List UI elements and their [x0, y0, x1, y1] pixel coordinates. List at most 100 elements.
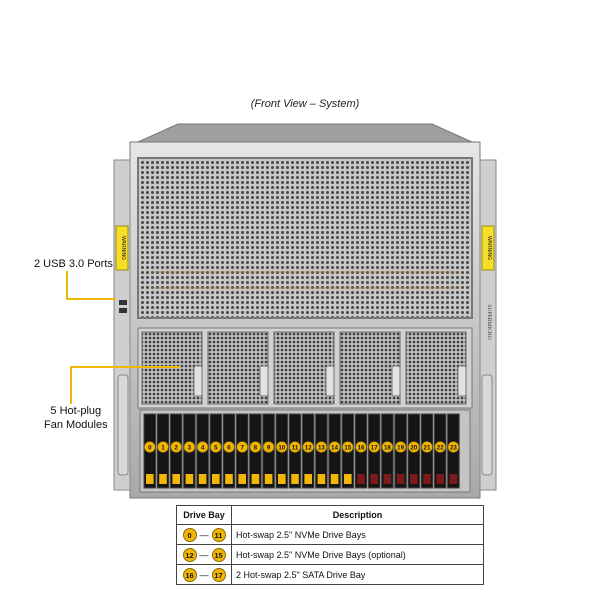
drive-release-tab[interactable]: [225, 474, 233, 484]
fan-latch[interactable]: [325, 365, 335, 397]
drive-number-badge: [315, 441, 328, 453]
fan-leader-horizontal: [70, 366, 180, 368]
right-warning-label: [481, 225, 495, 271]
drive-number-badge: [381, 441, 394, 453]
drive-number-label: 19: [397, 445, 404, 452]
gpu-tray-mesh: [137, 157, 473, 319]
drive-release-tab[interactable]: [449, 474, 458, 484]
bay-number-badge: 17: [211, 567, 226, 582]
fan-latch[interactable]: [193, 365, 203, 397]
fan-latch[interactable]: [259, 365, 269, 397]
drive-number-badge: [276, 441, 288, 453]
drive-number-label: 14: [331, 445, 338, 452]
drive-number-badge: [434, 441, 446, 453]
drive-number-label: 6: [227, 445, 231, 452]
drive-number-badge: [223, 441, 235, 453]
right-warning-text: WARNING: [486, 236, 492, 260]
drive-release-tab[interactable]: [278, 474, 286, 484]
drive-number-badge: [262, 441, 275, 453]
drive-release-tab[interactable]: [410, 474, 418, 484]
drive-release-tab[interactable]: [185, 474, 194, 484]
drive-number-badge: [328, 441, 341, 453]
drive-release-tab[interactable]: [251, 474, 260, 484]
drive-release-tab[interactable]: [198, 474, 207, 484]
table-row: 16 — 17 2 Hot-swap 2.5" SATA Drive Bay: [176, 564, 484, 585]
drive-number-label: 0: [148, 445, 152, 452]
drive-release-tab[interactable]: [212, 474, 220, 484]
drive-number-badge: [302, 441, 314, 453]
left-warning-text: WARNING: [120, 236, 126, 260]
table-row: 12 — 15 Hot-swap 2.5" NVMe Drive Bays (o…: [176, 544, 484, 565]
table-row: 0 — 11 Hot-swap 2.5" NVMe Drive Bays: [176, 524, 484, 545]
drive-number-label: 3: [188, 445, 192, 452]
drive-release-tab[interactable]: [357, 474, 365, 484]
fan-module[interactable]: [207, 331, 269, 405]
drive-release-tab[interactable]: [396, 474, 405, 484]
bay-number-badge: 11: [211, 527, 226, 542]
range-dash: —: [199, 529, 209, 540]
drive-number-badge: [170, 441, 182, 453]
bay-description: Hot-swap 2.5" NVMe Drive Bays: [231, 524, 484, 545]
chassis-top: [137, 123, 473, 143]
fan-modules-callout: 5 Hot-plug Fan Modules: [44, 404, 108, 432]
bay-number-badge: 15: [211, 547, 226, 562]
drive-number-badge: [421, 441, 433, 453]
drive-release-tab[interactable]: [370, 474, 378, 484]
fan-module[interactable]: [141, 331, 203, 405]
drive-number-badge: [408, 441, 420, 453]
drive-number-label: 16: [358, 445, 365, 452]
bay-range: 16 — 17: [176, 564, 232, 585]
drive-number-label: 20: [410, 445, 417, 452]
drive-release-tab[interactable]: [317, 474, 326, 484]
left-warning-label: [115, 225, 129, 271]
drive-number-badge: [368, 441, 380, 453]
drive-release-tab[interactable]: [172, 474, 180, 484]
usb-leader-horizontal: [66, 298, 116, 300]
drive-bay-header: Drive Bay: [176, 505, 232, 525]
drive-number-badge: [144, 441, 156, 453]
right-handle: [481, 374, 493, 476]
drive-release-tab[interactable]: [344, 474, 352, 484]
fan-module[interactable]: [339, 331, 401, 405]
drive-number-label: 23: [450, 445, 457, 452]
drive-number-label: 10: [278, 445, 285, 452]
drive-number-label: 12: [305, 445, 312, 452]
drive-number-label: 18: [384, 445, 391, 452]
bay-number-badge: 0: [182, 527, 197, 542]
drive-number-badge: [196, 441, 209, 453]
drive-number-label: 2: [174, 445, 178, 452]
bay-description: Hot-swap 2.5" NVMe Drive Bays (optional): [231, 544, 484, 565]
usb-ports-callout: 2 USB 3.0 Ports: [34, 258, 113, 270]
bay-range: 12 — 15: [176, 544, 232, 565]
fan-latch[interactable]: [457, 365, 467, 397]
drive-number-label: 9: [267, 445, 271, 452]
drive-number-label: 5: [214, 445, 218, 452]
drive-release-tab[interactable]: [304, 474, 312, 484]
drive-release-tab[interactable]: [330, 474, 339, 484]
left-handle: [117, 374, 129, 476]
drive-release-tab[interactable]: [423, 474, 431, 484]
fan-module[interactable]: [405, 331, 467, 405]
drive-number-label: 7: [240, 445, 244, 452]
drive-release-tab[interactable]: [159, 474, 167, 484]
drive-number-label: 21: [424, 445, 431, 452]
fan-module[interactable]: [273, 331, 335, 405]
drive-release-tab[interactable]: [291, 474, 299, 484]
bay-number-badge: 16: [182, 567, 197, 582]
usb-port-2: [119, 308, 127, 313]
range-dash: —: [199, 569, 209, 580]
drive-number-badge: [157, 441, 169, 453]
fan-leader-vertical: [70, 366, 72, 404]
drive-release-tab[interactable]: [238, 474, 246, 484]
gpu-tray-frame: [137, 157, 473, 319]
fan-latch[interactable]: [391, 365, 401, 397]
drive-number-label: 15: [344, 445, 351, 452]
drive-release-tab[interactable]: [436, 474, 444, 484]
drive-release-tab[interactable]: [383, 474, 392, 484]
drive-number-label: 4: [201, 445, 205, 452]
drive-number-badge: [183, 441, 196, 453]
drive-number-label: 8: [254, 445, 258, 452]
drive-release-tab[interactable]: [264, 474, 273, 484]
drive-release-tab[interactable]: [146, 474, 154, 484]
